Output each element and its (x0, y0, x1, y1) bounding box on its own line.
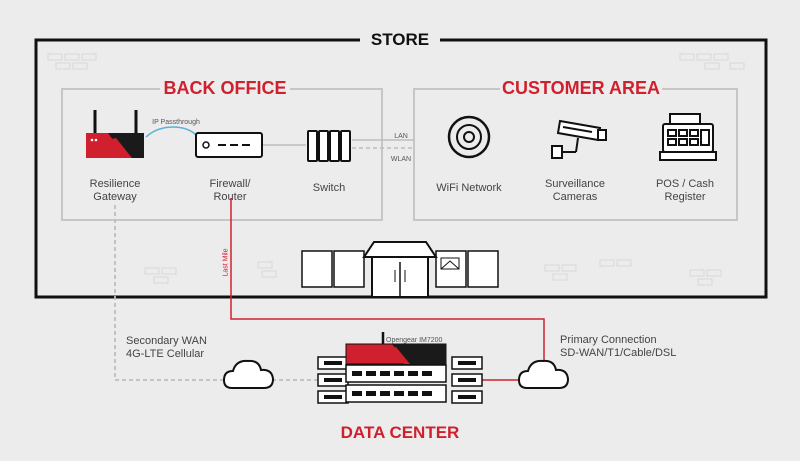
ip-passthrough-label: IP Passthrough (152, 119, 200, 126)
server-rack-icon (317, 332, 483, 404)
store-title: STORE (360, 30, 440, 50)
firewall-icon (195, 132, 263, 158)
firewall-router-label: Firewall/ Router (209, 178, 251, 203)
storefront-icon (301, 241, 499, 298)
pos-register-label: POS / Cash Register (655, 178, 715, 203)
switch-icon (307, 130, 351, 162)
wlan-label: WLAN (390, 156, 412, 163)
switch-label: Switch (312, 182, 346, 194)
ip-passthrough-link (145, 126, 197, 138)
primary-connection-label: Primary Connection SD-WAN/T1/Cable/DSL (560, 334, 677, 359)
last-mile-label: Last Mile (222, 248, 230, 277)
surveillance-cameras-label: Surveillance Cameras (545, 178, 605, 203)
router-icon (86, 110, 144, 158)
opengear-device-label: Opengear IM7200 (386, 337, 443, 344)
back-office-title: BACK OFFICE (160, 78, 290, 99)
customer-area-title: CUSTOMER AREA (500, 78, 662, 99)
lan-label: LAN (394, 133, 408, 140)
secondary-wan-link (114, 205, 228, 381)
secondary-wan-label: Secondary WAN 4G-LTE Cellular (126, 335, 207, 360)
cloud-icon (222, 359, 570, 389)
cash-register-icon (659, 113, 717, 161)
wifi-network-label: WiFi Network (436, 182, 502, 194)
brick-decoration (47, 53, 745, 286)
wifi-icon (447, 115, 491, 159)
data-center-title: DATA CENTER (340, 423, 460, 442)
resilience-gateway-label: Resilience Gateway (89, 178, 141, 203)
camera-icon (551, 119, 607, 159)
